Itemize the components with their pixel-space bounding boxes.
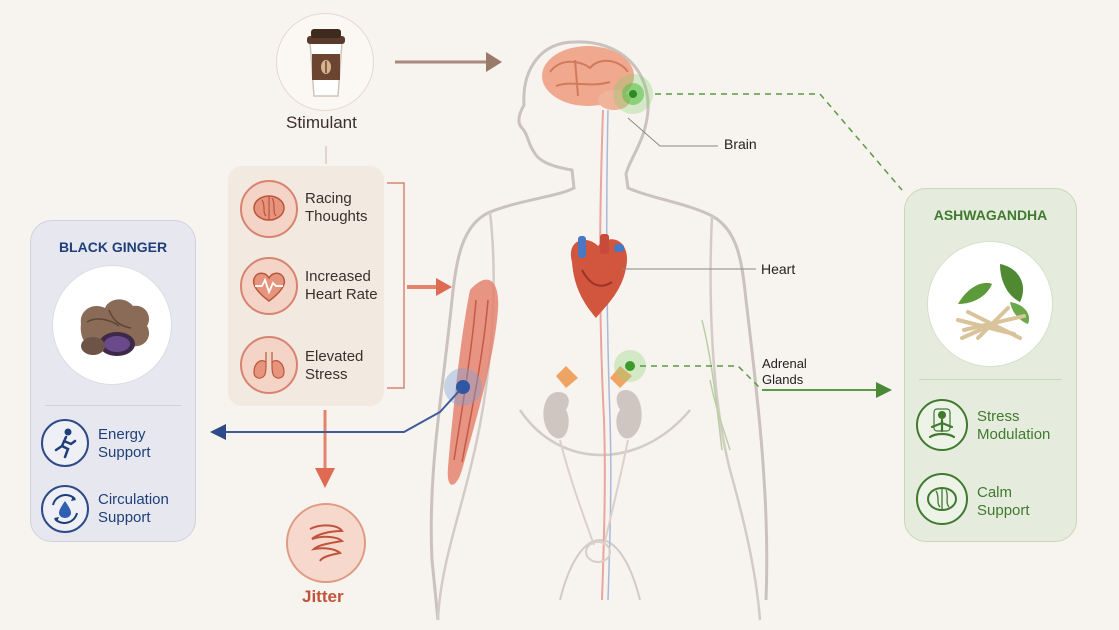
symptom-racing-thoughts-icon <box>240 180 298 238</box>
ashwagandha-image <box>927 241 1053 367</box>
coffee-cup-icon <box>307 29 345 97</box>
jitter-swirl-icon <box>309 524 345 562</box>
body-silhouette <box>429 40 769 621</box>
energy-support-icon <box>41 419 89 467</box>
benefit-line2: Support <box>977 502 1030 519</box>
black-ginger-root-icon <box>80 299 150 356</box>
stress-lungs-icon <box>253 352 285 379</box>
symptom-line2: Stress <box>305 366 348 383</box>
running-person-icon <box>54 428 77 459</box>
symptom-line2: Thoughts <box>305 208 368 225</box>
symptom-line1: Racing <box>305 190 352 207</box>
symptom-heart-rate-icon <box>240 257 298 315</box>
symptom-stress-icon <box>240 336 298 394</box>
circulation-support-label: Circulation Support <box>98 491 169 527</box>
circulation-drop-icon <box>52 494 78 524</box>
benefit-line1: Circulation <box>98 491 169 508</box>
calm-brain-icon <box>927 487 957 511</box>
adrenal-line1: Adrenal <box>762 356 807 371</box>
heart-organ <box>570 234 628 318</box>
heart-rate-icon <box>252 272 286 302</box>
adrenal-label: Adrenal Glands <box>762 356 807 388</box>
ashwagandha-title: ASHWAGANDHA <box>933 207 1048 223</box>
circulation-support-icon <box>41 485 89 533</box>
stimulant-label: Stimulant <box>286 113 357 132</box>
calm-support-icon <box>916 473 968 525</box>
stress-modulation-icon <box>916 399 968 451</box>
ashwagandha-root-leaf-icon <box>956 264 1030 340</box>
ashwagandha-panel: ASHWAGANDHA <box>904 188 1077 542</box>
jitter-label: Jitter <box>302 587 344 606</box>
ashwagandha-divider <box>919 379 1062 380</box>
energy-support-label: Energy Support <box>98 426 151 462</box>
heart-label: Heart <box>761 261 796 277</box>
benefit-line1: Energy <box>98 426 146 443</box>
black-ginger-title: BLACK GINGER <box>58 239 168 255</box>
benefit-line2: Support <box>98 509 151 526</box>
stimulant-image <box>276 13 374 111</box>
brain-label: Brain <box>724 136 757 152</box>
benefit-line2: Modulation <box>977 426 1051 443</box>
black-ginger-panel: BLACK GINGER Energy Support <box>30 220 196 542</box>
meditation-icon <box>928 408 956 439</box>
adrenal-line2: Glands <box>762 372 804 387</box>
black-ginger-divider <box>45 405 181 406</box>
legs-outline <box>559 538 641 601</box>
brain-icon <box>253 195 285 221</box>
symptom-stress: Elevated Stress <box>305 348 363 384</box>
symptom-racing-thoughts: Racing Thoughts <box>305 190 368 226</box>
black-ginger-image <box>52 265 172 385</box>
symptoms-group: Racing Thoughts Increased Heart Rate Ele… <box>228 166 384 406</box>
arm-muscle <box>447 279 499 485</box>
brain-organ <box>542 46 634 110</box>
benefit-line1: Stress <box>977 408 1020 425</box>
kidneys-organ <box>543 366 642 563</box>
symptom-heart-rate: Increased Heart Rate <box>305 268 378 304</box>
symptom-line1: Elevated <box>305 348 364 365</box>
benefit-line2: Support <box>98 444 151 461</box>
symptom-line1: Increased <box>305 268 371 285</box>
stress-modulation-label: Stress Modulation <box>977 408 1050 444</box>
jitter-image <box>286 503 366 583</box>
symptom-line2: Heart Rate <box>305 286 378 303</box>
calm-support-label: Calm Support <box>977 484 1030 520</box>
benefit-line1: Calm <box>977 484 1013 501</box>
